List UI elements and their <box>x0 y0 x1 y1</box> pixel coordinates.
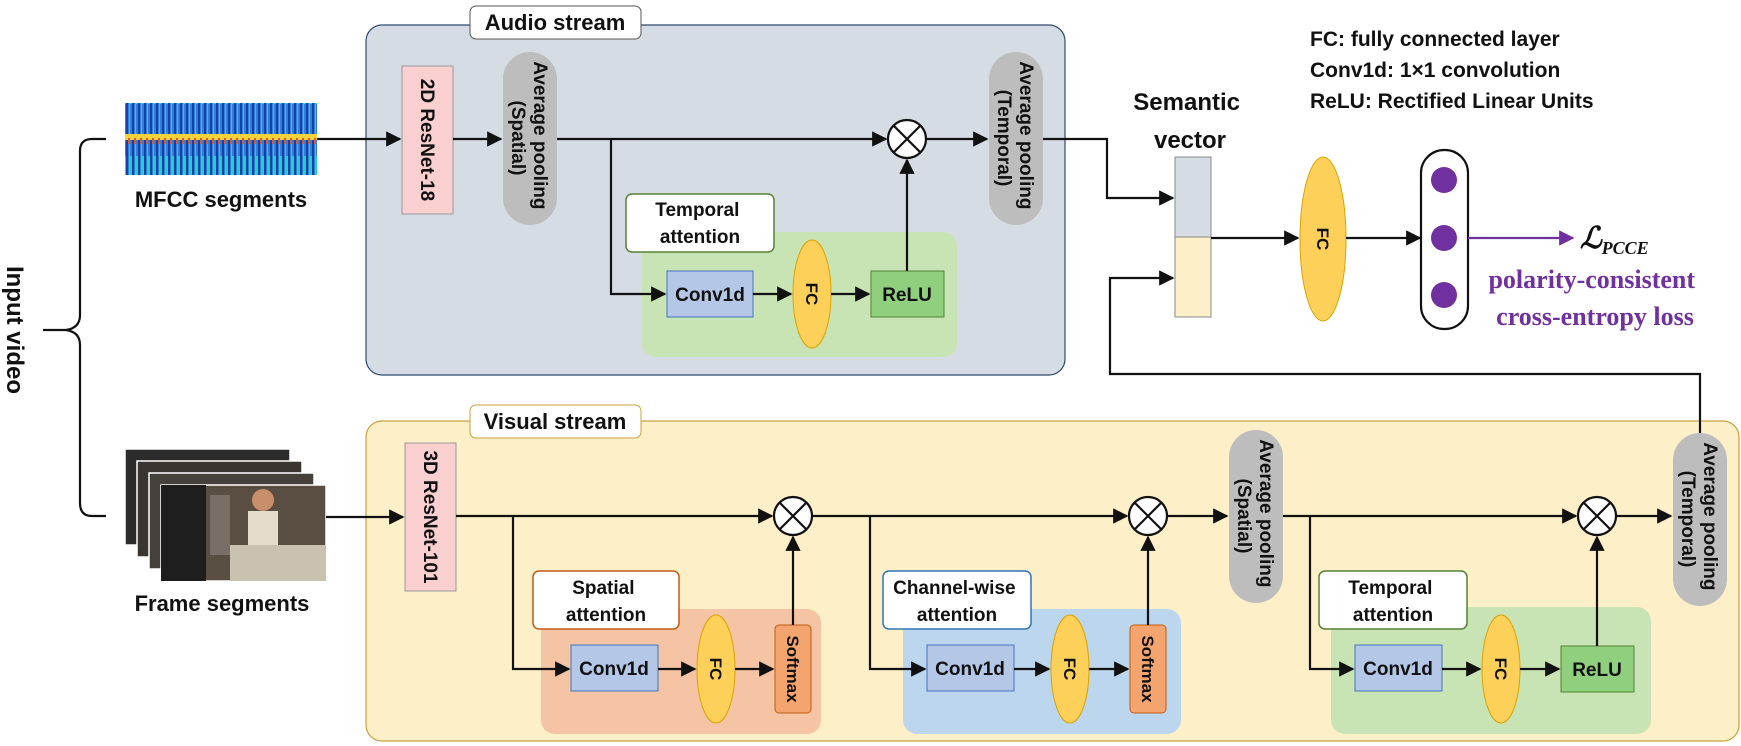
mfcc-spectrogram <box>125 103 317 175</box>
visual-multiply-icon-3 <box>1576 495 1618 537</box>
spatial-attention-label-box <box>532 570 680 630</box>
resnet-3d-label: 3D ResNet-101 <box>419 450 440 583</box>
output-node-1 <box>1431 167 1457 193</box>
spatial-attention-line2: attention <box>566 605 646 626</box>
channel-softmax-label: Softmax <box>1138 635 1157 703</box>
frame-segments-images <box>124 448 327 582</box>
audio-multiply-icon <box>886 118 928 160</box>
audio-relu-label: ReLU <box>882 285 932 306</box>
visual-temporal-relu-label: ReLU <box>1572 660 1622 681</box>
audio-avgpool-spatial-label: Average pooling (Spatial) <box>507 61 550 214</box>
audio-avgpool-temporal-line1: Average pooling <box>1015 61 1036 209</box>
output-node-3 <box>1431 282 1457 308</box>
visual-temporal-attention-label: Temporal attention <box>1348 578 1437 626</box>
visual-temporal-conv1d <box>1354 644 1443 692</box>
channel-conv1d-label: Conv1d <box>935 659 1005 680</box>
spatial-attention-line1: Spatial <box>572 578 634 599</box>
spatial-fc-label: FC <box>706 658 725 681</box>
resnet-2d-block <box>401 65 454 215</box>
legend-item-relu: ReLU: Rectified Linear Units <box>1310 90 1594 113</box>
audio-temporal-attention-line2: attention <box>660 227 740 248</box>
legend-item-fc: FC: fully connected layer <box>1310 28 1560 51</box>
audio-avgpool-temporal-label: Average pooling (Temporal) <box>993 61 1036 214</box>
visual-multiply-icon-2 <box>1127 495 1169 537</box>
spatial-conv1d-label: Conv1d <box>579 659 649 680</box>
audio-fc-label: FC <box>802 283 821 306</box>
input-video-label: Input video <box>1 266 28 394</box>
semantic-vector-label: Semantic vector <box>1133 89 1246 154</box>
semantic-vector-visual-part <box>1174 236 1212 318</box>
audio-avgpool-temporal <box>989 52 1043 225</box>
output-node-2 <box>1431 225 1457 251</box>
audio-connectors <box>317 131 1175 302</box>
audio-avgpool-spatial <box>503 52 557 225</box>
visual-avgpool-temporal-label: Average pooling (Temporal) <box>1677 442 1720 595</box>
frame-segments-label: Frame segments <box>135 591 310 616</box>
visual-multiply-icon-1 <box>772 495 814 537</box>
audio-stream-label-box <box>469 5 642 40</box>
visual-avgpool-spatial-line1: Average pooling <box>1255 439 1276 587</box>
spatial-attention-label: Spatial attention <box>566 578 646 626</box>
audio-relu <box>870 270 945 318</box>
legend: FC: fully connected layer Conv1d: 1×1 co… <box>1310 28 1594 113</box>
visual-temporal-attention-label-box <box>1318 570 1468 630</box>
visual-avgpool-temporal-line1: Average pooling <box>1699 442 1720 590</box>
legend-item-conv1d: Conv1d: 1×1 convolution <box>1310 59 1560 82</box>
semantic-vector-audio-part <box>1174 156 1212 238</box>
audio-avgpool-spatial-line2: (Spatial) <box>507 101 528 176</box>
audio-avgpool-temporal-line2: (Temporal) <box>993 90 1014 187</box>
loss-symbol: ℒPCCE <box>1580 222 1649 258</box>
final-fc-label: FC <box>1313 228 1332 251</box>
resnet-3d-block <box>404 442 457 592</box>
visual-temporal-conv1d-label: Conv1d <box>1363 659 1433 680</box>
channel-conv1d <box>926 644 1015 692</box>
mfcc-segments-label: MFCC segments <box>135 187 307 212</box>
audio-temporal-attention-line1: Temporal <box>655 200 739 221</box>
audio-avgpool-spatial-line1: Average pooling <box>529 61 550 209</box>
audio-temporal-attention-label-box <box>625 193 775 253</box>
channel-attention-line2: attention <box>917 605 997 626</box>
loss-symbol-main: ℒ <box>1580 222 1603 255</box>
channel-attention-label-box <box>882 570 1032 630</box>
spatial-softmax-label: Softmax <box>783 635 802 703</box>
spatial-conv1d <box>570 644 659 692</box>
audio-temporal-attention-label: Temporal attention <box>655 200 744 248</box>
visual-avgpool-spatial <box>1229 430 1283 603</box>
resnet-2d-label: 2D ResNet-18 <box>416 79 437 202</box>
input-brace <box>43 137 106 518</box>
audio-conv1d <box>666 270 754 318</box>
visual-avgpool-temporal-line2: (Temporal) <box>1677 471 1698 568</box>
visual-avgpool-spatial-label: Average pooling (Spatial) <box>1233 439 1276 592</box>
visual-temporal-fc-label: FC <box>1491 658 1510 681</box>
loss-symbol-subscript: PCCE <box>1601 238 1649 258</box>
channel-fc-label: FC <box>1060 658 1079 681</box>
semantic-vector-line1: Semantic <box>1133 89 1240 116</box>
loss-description-line1: polarity-consistent <box>1488 265 1695 294</box>
visual-connectors <box>326 270 1702 677</box>
visual-stream-label-box <box>469 404 642 439</box>
audio-stream-label: Audio stream <box>485 10 626 35</box>
visual-temporal-attention-line2: attention <box>1353 605 1433 626</box>
channel-attention-line1: Channel-wise <box>893 578 1015 599</box>
visual-stream-label: Visual stream <box>484 409 627 434</box>
visual-temporal-attention-line1: Temporal <box>1348 578 1432 599</box>
loss-description-line2: cross-entropy loss <box>1496 302 1694 331</box>
visual-avgpool-spatial-line2: (Spatial) <box>1233 479 1254 554</box>
semantic-vector-line2: vector <box>1154 127 1226 154</box>
visual-avgpool-temporal <box>1673 433 1727 606</box>
spatial-attention-block <box>541 609 821 734</box>
channel-attention-label: Channel-wise attention <box>893 578 1021 626</box>
loss-description: polarity-consistent cross-entropy loss <box>1488 265 1701 331</box>
audio-conv1d-label: Conv1d <box>675 285 745 306</box>
